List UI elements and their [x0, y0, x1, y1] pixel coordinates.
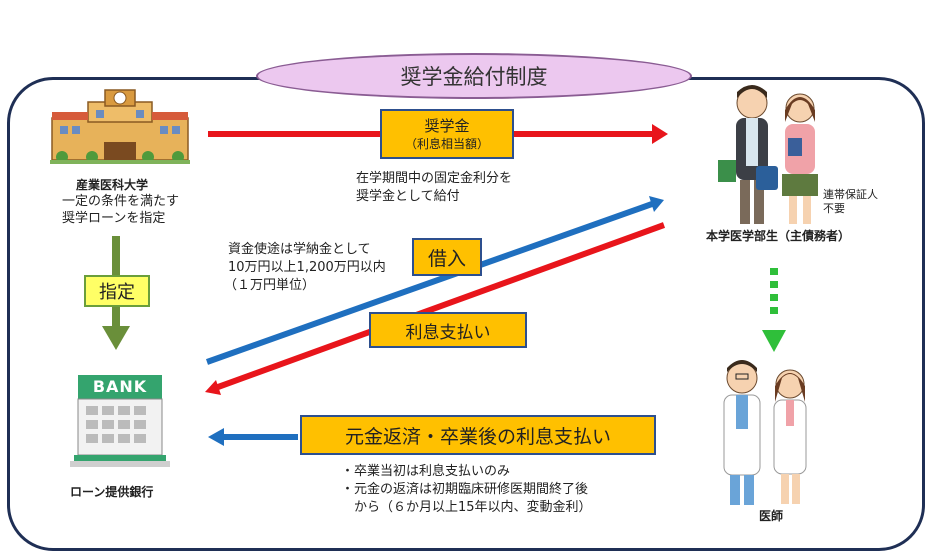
bank-name: ローン提供銀行 [70, 485, 154, 499]
scholarship-box-subtitle: （利息相当額） [404, 136, 489, 151]
loan-terms-line3: （１万円単位） [224, 278, 316, 293]
doctor-label: 医師 [759, 509, 784, 523]
repayment-label: 元金返済・卒業後の利息支払い [344, 425, 611, 448]
designation-label: 指定 [99, 282, 135, 303]
borrow-arrow [205, 196, 664, 365]
borrow-label: 借入 [427, 247, 466, 270]
student-label: 本学医学部生（主債務者） [706, 229, 851, 243]
scholarship-note-line2: 奨学金として給付 [356, 189, 460, 204]
interest-arrow [205, 222, 666, 395]
university-designation: 奨学ローンを指定 [62, 211, 166, 226]
interest-box: 利息支払い [369, 312, 527, 348]
loan-terms-line1: 資金使途は学納金として [228, 242, 371, 257]
university-building-icon [50, 89, 190, 164]
repayment-note-line2: ・元金の返済は初期臨床研修医期間終了後 [341, 482, 589, 497]
repayment-box: 元金返済・卒業後の利息支払い [300, 415, 656, 455]
bank-building-icon [70, 375, 170, 467]
borrow-box: 借入 [412, 238, 482, 276]
university-name: 産業医科大学 [76, 178, 149, 192]
scholarship-note-line1: 在学期間中の固定金利分を [356, 171, 513, 186]
diagram-title: 奨学金給付制度 [400, 65, 548, 89]
progression-arrow [762, 268, 786, 352]
scholarship-box-title: 奨学金 [424, 116, 470, 135]
loan-terms-line2: 10万円以上1,200万円以内 [228, 260, 386, 275]
repayment-note-line1: ・卒業当初は利息支払いのみ [341, 464, 511, 479]
guarantor-note-line2: 不要 [823, 202, 845, 215]
university-condition: 一定の条件を満たす [62, 194, 180, 209]
title-oval: 奨学金給付制度 [256, 53, 692, 99]
bank-sign: BANK [92, 377, 148, 396]
repayment-arrow [208, 428, 298, 446]
interest-label: 利息支払い [405, 322, 491, 343]
doctors-icon [723, 360, 807, 505]
repayment-note-line3: から（６か月以上15年以内、変動金利） [341, 500, 592, 515]
guarantor-note-line1: 連帯保証人 [823, 188, 878, 201]
designation-box: 指定 [84, 275, 150, 307]
students-icon [718, 85, 818, 224]
scholarship-box: 奨学金 （利息相当額） [380, 109, 514, 159]
